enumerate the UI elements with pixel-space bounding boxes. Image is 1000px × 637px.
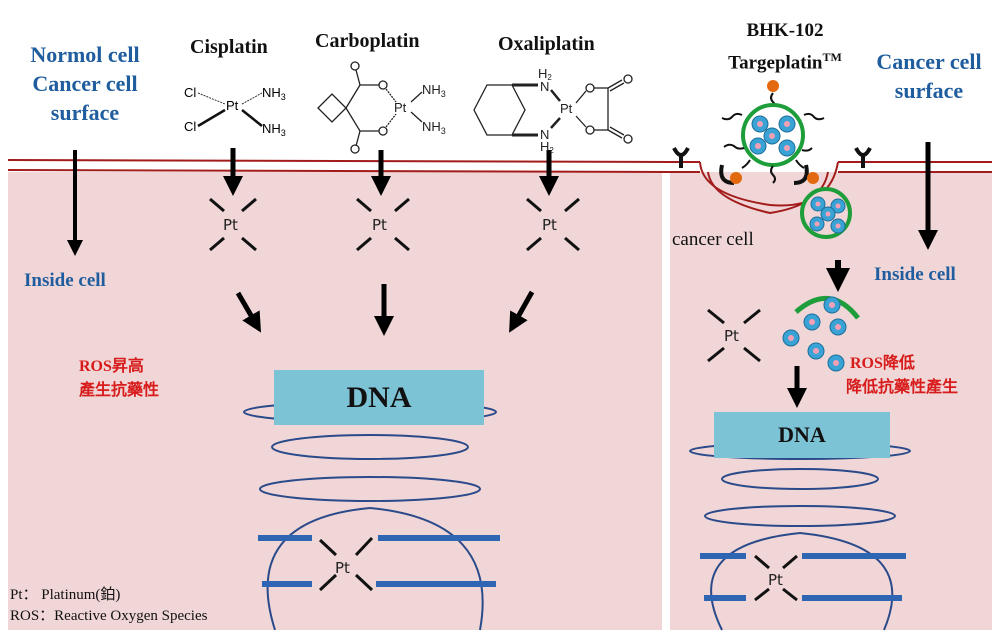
- cisplatin-structure: Cl Cl Pt NH3 NH3: [184, 85, 286, 138]
- dna-helix-left: [243, 401, 497, 631]
- drug-name-oxaliplatin: Oxaliplatin: [498, 33, 595, 55]
- title-line: surface: [894, 78, 964, 103]
- cell-membrane-left: [7, 159, 669, 173]
- svg-text:Pt: Pt: [560, 101, 573, 116]
- targeplatin-title: BHK-102 TargeplatinTM: [710, 18, 860, 76]
- arrow-diag-icon: [235, 291, 262, 333]
- svg-text:Pt: Pt: [226, 98, 239, 113]
- pt-complex-icon: [526, 197, 580, 252]
- legend-item-ros: ROS：Reactive Oxygen Species: [10, 608, 208, 624]
- svg-text:NH3: NH3: [422, 119, 446, 136]
- normal-cell-surface-title: Normol cell Cancer cell surface: [10, 40, 160, 127]
- pt-label: Pt: [335, 559, 350, 577]
- svg-text:NH3: NH3: [422, 82, 446, 99]
- cancer-cell-surface-title: Cancer cell surface: [858, 47, 1000, 105]
- ros-decrease-note: ROS降低 降低抗藥性產生: [846, 352, 958, 400]
- ros-line: ROS降低: [850, 355, 915, 372]
- pt-label: Pt: [542, 216, 557, 234]
- svg-text:NH3: NH3: [262, 121, 286, 138]
- inside-cell-label-right: Inside cell: [874, 264, 956, 285]
- nanoparticle-internalized-icon: [800, 187, 852, 239]
- pt-label: Pt: [372, 216, 387, 234]
- svg-text:Cl: Cl: [184, 85, 196, 100]
- drug-name-cisplatin: Cisplatin: [190, 36, 268, 58]
- title-line: Normol cell: [30, 42, 140, 67]
- base-pairs-left: [258, 535, 500, 587]
- svg-text:Pt: Pt: [394, 100, 407, 115]
- pt-crosslink-icon: [754, 554, 798, 602]
- pt-crosslink-icon: [318, 536, 374, 592]
- ros-increase-note: ROS昇高 產生抗藥性: [79, 355, 159, 403]
- drug-release-icon: [782, 296, 860, 372]
- oxaliplatin-structure: H2 N N H2 Pt: [473, 66, 633, 155]
- inside-cell-label-left: Inside cell: [24, 270, 106, 291]
- drug-name-carboplatin: Carboplatin: [315, 30, 420, 52]
- receptor-bound-icon: [719, 164, 809, 185]
- cancer-cell-label: cancer cell: [672, 229, 754, 250]
- dna-helix-right: [689, 442, 911, 631]
- pt-label: Pt: [724, 327, 739, 345]
- dna-box-left: DNA: [274, 370, 484, 425]
- svg-text:NH3: NH3: [262, 85, 286, 102]
- svg-text:N: N: [540, 79, 549, 94]
- svg-text:Cl: Cl: [184, 119, 196, 134]
- pt-complex-icon: [356, 197, 410, 252]
- svg-text:N: N: [540, 127, 549, 142]
- ros-line: 降低抗藥性產生: [846, 379, 959, 396]
- nanoparticle-icon: [721, 80, 825, 184]
- drug-line: Targeplatin: [728, 52, 823, 74]
- ros-line: 產生抗藥性: [79, 382, 160, 399]
- carboplatin-structure: Pt NH3 NH3: [317, 61, 446, 154]
- pt-label: Pt: [223, 216, 238, 234]
- dna-box-right: DNA: [714, 412, 890, 458]
- drug-line: BHK-102: [746, 20, 824, 41]
- ros-line: ROS昇高: [79, 358, 144, 375]
- svg-text:H2: H2: [540, 139, 554, 155]
- pt-label: Pt: [768, 571, 783, 589]
- receptor-icon: [672, 147, 690, 168]
- title-line: surface: [50, 100, 120, 125]
- receptor-icon: [854, 147, 872, 168]
- trademark-mark: TM: [822, 50, 842, 64]
- pt-complex-icon: [209, 197, 257, 252]
- pt-complex-icon: [707, 308, 761, 363]
- title-line: Cancer cell: [32, 71, 138, 96]
- arrow-diag-icon: [509, 290, 535, 333]
- base-pairs-right: [700, 553, 906, 601]
- legend: Pt： Platinum(鉑) ROS：Reactive Oxygen Spec…: [10, 585, 207, 627]
- legend-item-pt: Pt： Platinum(鉑): [10, 587, 121, 603]
- title-line: Cancer cell: [876, 49, 982, 74]
